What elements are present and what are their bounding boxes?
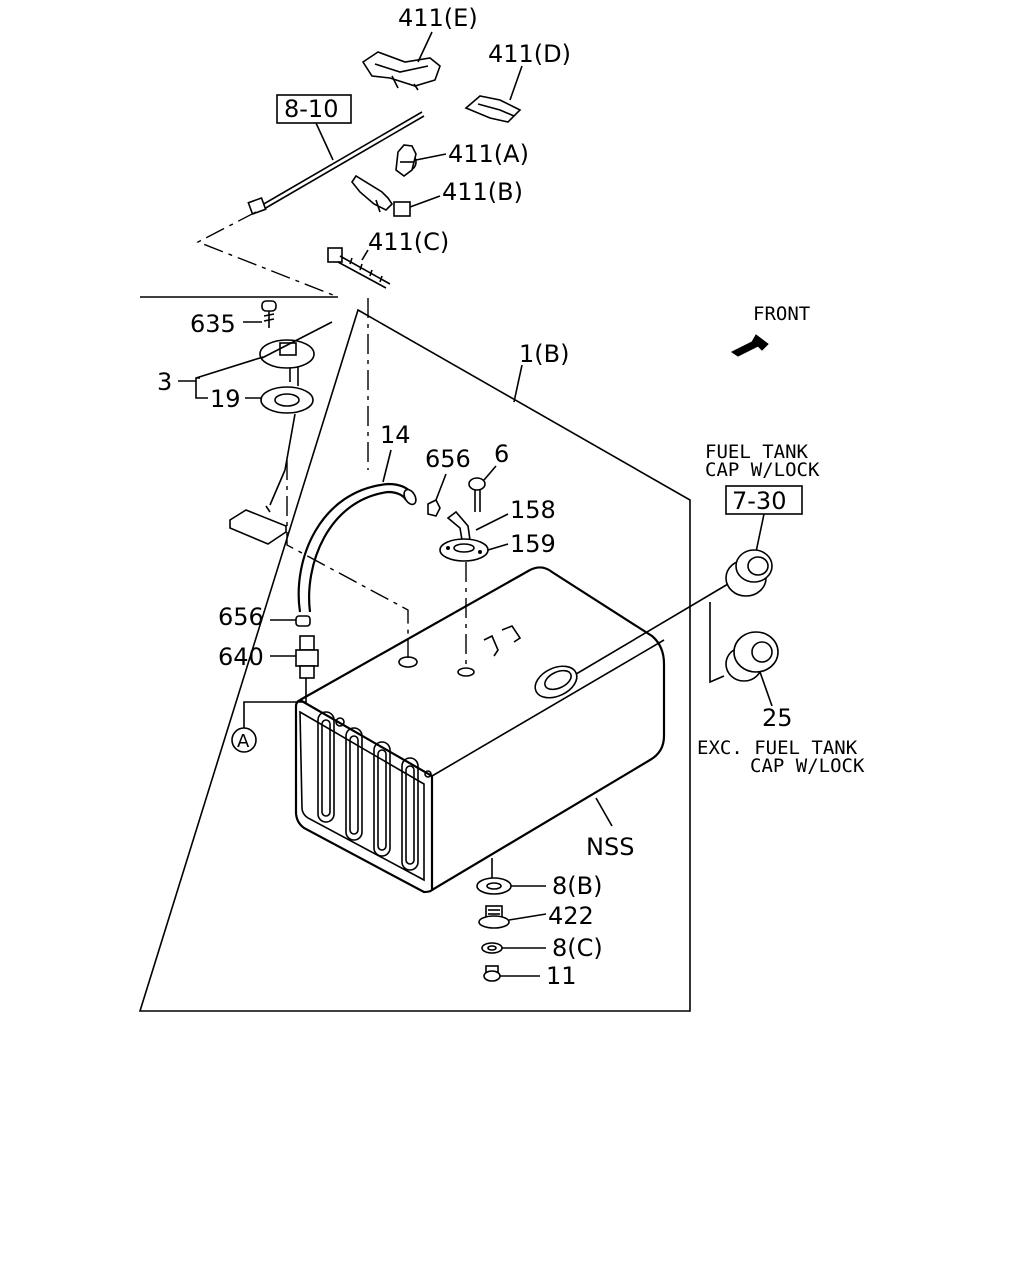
ref-circle-a xyxy=(231,727,257,753)
label-411c: 411(C) xyxy=(368,228,449,256)
label-fuel-cap-line1: FUEL TANK xyxy=(705,441,809,463)
label-6: 6 xyxy=(494,440,509,468)
clamp-656-upper xyxy=(427,498,441,517)
dash-sender-to-tank xyxy=(286,460,409,658)
label-422: 422 xyxy=(548,902,594,930)
bolt-11 xyxy=(483,965,501,982)
label-411d: 411(D) xyxy=(488,40,571,68)
leader-a xyxy=(243,678,307,728)
label-11: 11 xyxy=(546,962,577,990)
sender-link xyxy=(261,321,333,359)
label-a: A xyxy=(237,731,250,752)
label-8b: 8(B) xyxy=(552,872,602,900)
label-25: 25 xyxy=(762,704,793,732)
hose-14 xyxy=(297,482,417,613)
plug-422 xyxy=(478,905,510,929)
dash-ref-1 xyxy=(196,211,339,298)
label-8-10: 8-10 xyxy=(284,95,338,123)
label-656-lower: 656 xyxy=(218,603,264,631)
label-nss: NSS xyxy=(586,833,634,861)
leader-1b xyxy=(513,364,523,403)
float-arm xyxy=(229,505,287,545)
label-411a: 411(A) xyxy=(448,140,529,168)
leader-411e xyxy=(417,31,433,63)
fuel-tank xyxy=(294,566,666,894)
label-front: FRONT xyxy=(753,303,810,325)
plate-159 xyxy=(439,538,489,562)
clip-411b xyxy=(351,174,411,217)
label-7-30: 7-30 xyxy=(732,487,786,515)
group-frame xyxy=(138,296,691,1012)
clip-411d xyxy=(464,95,522,123)
label-411e: 411(E) xyxy=(398,4,478,32)
label-fuel-cap-line2: CAP W/LOCK xyxy=(705,459,820,481)
gasket-8b xyxy=(476,877,512,895)
label-411b: 411(B) xyxy=(442,178,523,206)
leader-422 xyxy=(508,913,547,921)
leader-411b xyxy=(409,195,441,208)
clip-411e xyxy=(361,51,441,91)
fuel-cap-lock xyxy=(725,549,773,597)
leader-159 xyxy=(487,543,509,551)
ref-box-8-10 xyxy=(276,94,352,124)
bracket-3 xyxy=(195,356,264,399)
label-3: 3 xyxy=(157,368,172,396)
leader-6 xyxy=(483,465,497,481)
leader-158 xyxy=(475,513,509,531)
leader-411d xyxy=(509,65,523,101)
bracket-cap-alternates xyxy=(709,602,725,684)
label-640: 640 xyxy=(218,643,264,671)
label-8c: 8(C) xyxy=(552,934,603,962)
clamp-656-lower xyxy=(295,615,311,627)
label-159: 159 xyxy=(510,530,556,558)
label-exc-line2: CAP W/LOCK xyxy=(750,755,865,777)
sender-plate-3 xyxy=(259,339,315,386)
front-arrow-icon xyxy=(731,334,769,357)
bolt-6 xyxy=(468,477,486,512)
gasket-8c xyxy=(481,942,503,954)
leader-8-10 xyxy=(315,122,334,161)
label-158: 158 xyxy=(510,496,556,524)
leader-7-30 xyxy=(755,513,765,553)
leader-411a xyxy=(415,153,447,161)
label-exc-line1: EXC. FUEL TANK xyxy=(697,737,858,759)
leader-411c xyxy=(361,249,369,261)
leader-656-upper xyxy=(435,473,447,501)
screw-635 xyxy=(261,300,277,328)
label-635: 635 xyxy=(190,310,236,338)
harness-cable xyxy=(247,111,425,216)
label-1b: 1(B) xyxy=(519,340,569,368)
pipe-158 xyxy=(446,510,471,541)
leader-25 xyxy=(759,671,773,707)
label-656-upper: 656 xyxy=(425,445,471,473)
leader-14 xyxy=(382,449,392,483)
connector-640 xyxy=(295,635,319,679)
clip-411a xyxy=(395,144,417,177)
label-14: 14 xyxy=(380,421,411,449)
fuel-cap-25 xyxy=(725,631,779,682)
leader-nss xyxy=(595,797,613,827)
label-19: 19 xyxy=(210,385,241,413)
tie-strap-411c xyxy=(327,247,391,289)
